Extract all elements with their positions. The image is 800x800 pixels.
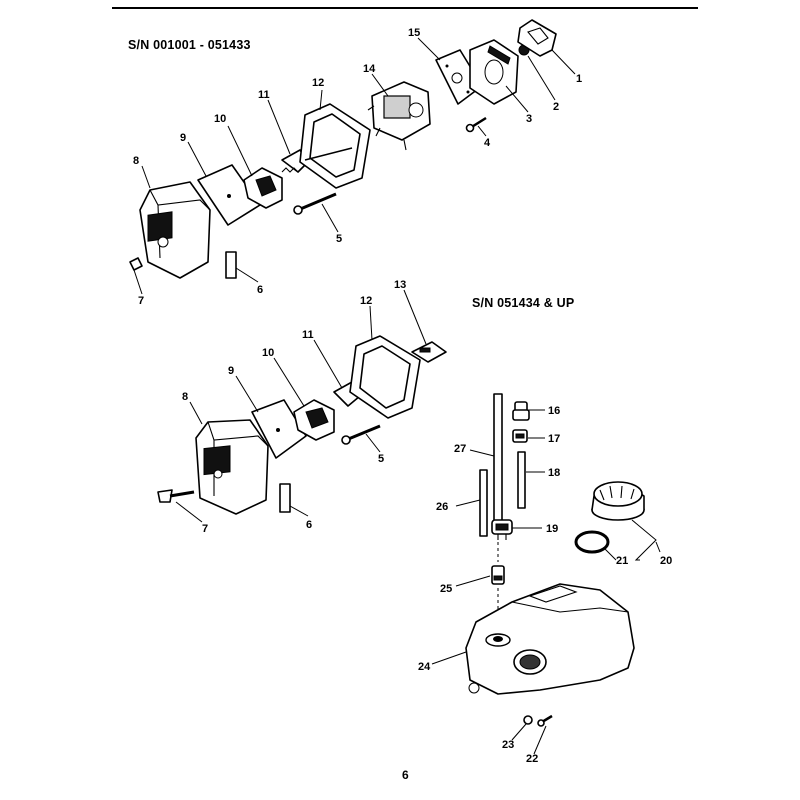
wing-screw-bottom [157, 489, 195, 503]
callout-13-b: 13 [394, 279, 406, 291]
callout-11-b: 11 [302, 329, 314, 341]
callout-17: 17 [548, 433, 560, 445]
grommet-19 [491, 519, 513, 540]
callout-8-b: 8 [182, 391, 188, 403]
screw-5-bottom [341, 424, 381, 445]
callout-15: 15 [408, 27, 420, 39]
callout-20: 20 [660, 555, 672, 567]
callouts-fuel: 16 17 18 19 20 21 22 23 24 25 26 27 [418, 405, 672, 765]
callout-14: 14 [363, 63, 376, 75]
callout-16: 16 [548, 405, 560, 417]
valve-25 [491, 565, 505, 585]
fitting-17 [512, 429, 528, 443]
spring-top [281, 167, 303, 173]
fuel-tank-24 [465, 583, 635, 695]
callout-9: 9 [180, 132, 186, 144]
page-number: 6 [402, 768, 409, 782]
filter-bracket-bottom [293, 399, 335, 441]
callout-10-b: 10 [262, 347, 274, 359]
fuel-line-26 [479, 469, 488, 537]
fuel-cap-20 [591, 481, 645, 521]
air-filter-cover-top [139, 181, 211, 279]
screw-5-top [293, 192, 337, 215]
callout-19: 19 [546, 523, 558, 535]
callout-5-b: 5 [378, 453, 384, 465]
fuel-system-assembly [465, 393, 645, 727]
callouts-bottom-filter: 5 6 7 8 9 10 11 12 13 [182, 279, 406, 535]
clip-top [129, 257, 143, 271]
fuel-line-27 [493, 393, 503, 525]
callout-27: 27 [454, 443, 466, 455]
callout-11: 11 [258, 89, 270, 101]
washer-23 [523, 715, 533, 725]
callout-18: 18 [548, 467, 560, 479]
callouts-top: 1 2 3 4 5 6 7 8 9 10 11 12 14 15 [133, 27, 582, 307]
callout-12-b: 12 [360, 295, 372, 307]
callout-4: 4 [484, 137, 491, 149]
callout-2: 2 [553, 101, 559, 113]
callout-8: 8 [133, 155, 139, 167]
air-filter-cover-bottom [195, 419, 269, 515]
callout-12: 12 [312, 77, 324, 89]
intake-adapter-top [469, 39, 519, 105]
filter-gasket-bottom [279, 483, 291, 513]
small-gasket-13 [411, 341, 447, 363]
callout-21: 21 [616, 555, 628, 567]
callout-5: 5 [336, 233, 342, 245]
callout-6-b: 6 [306, 519, 312, 531]
serial-range-bottom: S/N 051434 & UP [472, 296, 575, 310]
callout-9-b: 9 [228, 365, 234, 377]
carburetor-top [367, 81, 431, 151]
screw-22 [537, 714, 553, 727]
callout-26: 26 [436, 501, 448, 513]
filter-gasket-top [225, 251, 237, 279]
serial-range-top: S/N 001001 - 051433 [128, 38, 251, 52]
filter-frame-bottom [349, 335, 421, 419]
filter-bracket-top [243, 167, 283, 209]
callout-7: 7 [138, 295, 144, 307]
bottom-air-filter-assembly [157, 335, 447, 515]
bolt-4-top [465, 116, 487, 133]
callout-6: 6 [257, 284, 263, 296]
o-ring-21 [574, 530, 610, 554]
leader-lines [133, 37, 661, 755]
callout-22: 22 [526, 753, 538, 765]
callout-24: 24 [418, 661, 431, 673]
callout-1: 1 [576, 73, 582, 85]
callout-10: 10 [214, 113, 226, 125]
top-air-filter-carb-assembly [129, 19, 557, 279]
filter-frame-top [299, 103, 371, 189]
callout-23: 23 [502, 739, 514, 751]
callout-25: 25 [440, 583, 452, 595]
fuel-filter-16 [512, 401, 530, 421]
callout-3: 3 [526, 113, 532, 125]
callout-7-b: 7 [202, 523, 208, 535]
fuel-line-18 [517, 451, 526, 509]
